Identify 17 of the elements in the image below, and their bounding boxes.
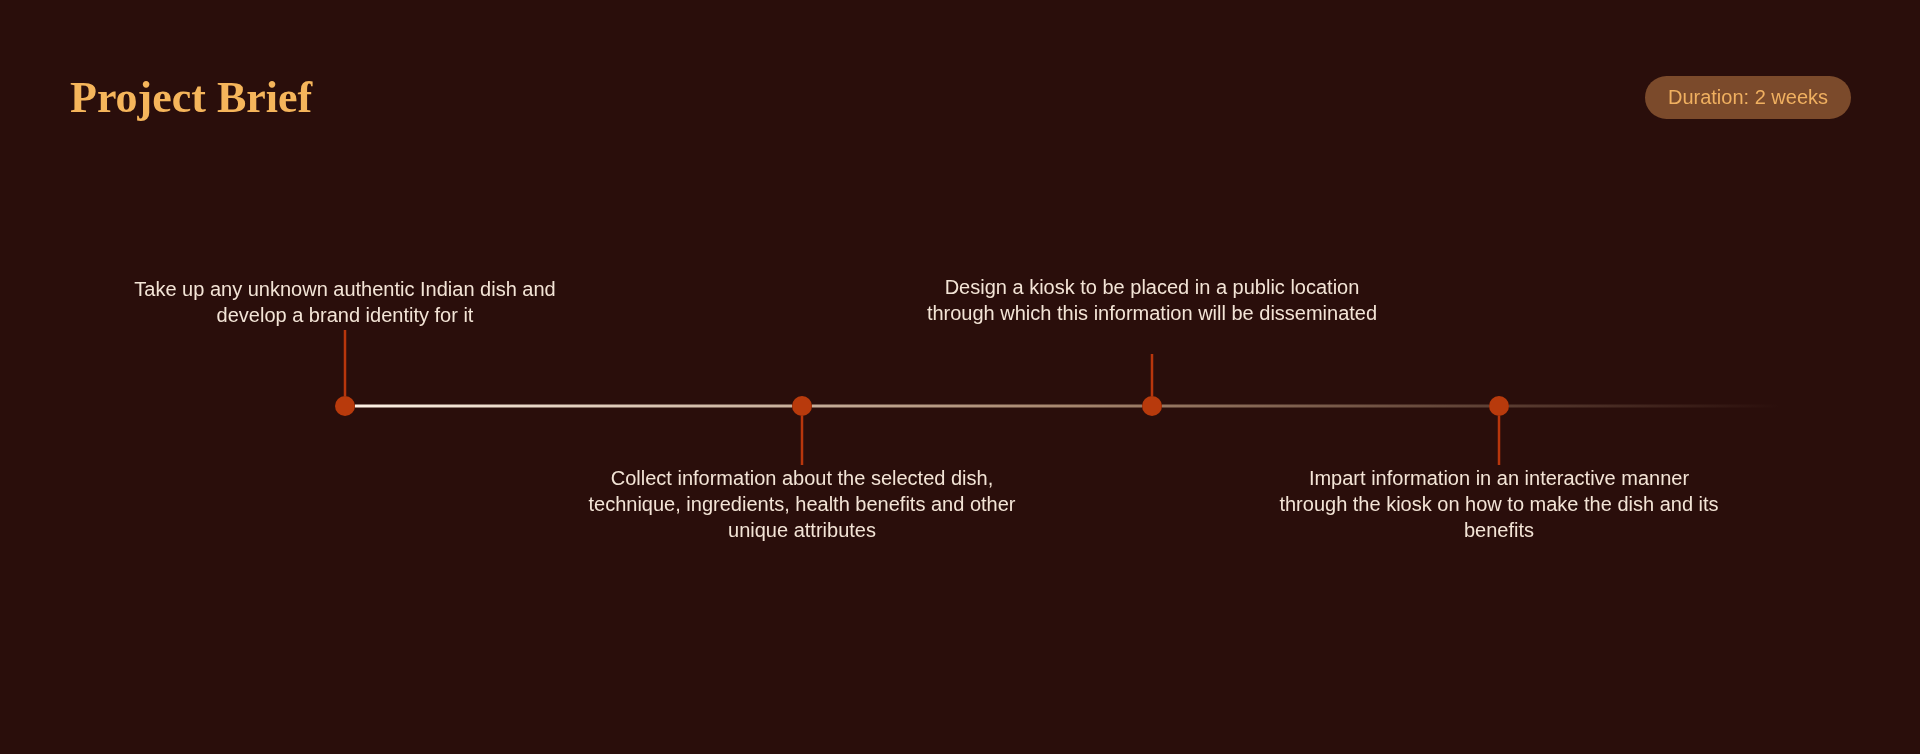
timeline-line bbox=[355, 404, 792, 408]
timeline-dot bbox=[335, 396, 355, 416]
timeline-dot bbox=[1489, 396, 1509, 416]
milestone-text: Collect information about the selected dish, technique, ingredients, health benefits and other unique attributes bbox=[577, 465, 1027, 545]
milestone-text: Take up any unknown authentic Indian dish and develop a brand identity for it bbox=[125, 276, 565, 330]
leader-line bbox=[800, 416, 804, 465]
milestone-text: Impart information in an interactive manner through the kiosk on how to make the dish and its benefits bbox=[1279, 465, 1719, 545]
milestone-text: Design a kiosk to be placed in a public location through which this information will be disseminated bbox=[917, 274, 1387, 354]
heading: Project Brief bbox=[70, 72, 313, 123]
timeline-line bbox=[812, 404, 1142, 408]
timeline-line bbox=[1162, 404, 1489, 408]
leader-line bbox=[343, 330, 347, 396]
leader-line bbox=[1150, 354, 1154, 396]
duration-badge: Duration: 2 weeks bbox=[1645, 76, 1851, 119]
timeline-dot bbox=[792, 396, 812, 416]
leader-line bbox=[1497, 416, 1501, 465]
timeline-dot bbox=[1142, 396, 1162, 416]
